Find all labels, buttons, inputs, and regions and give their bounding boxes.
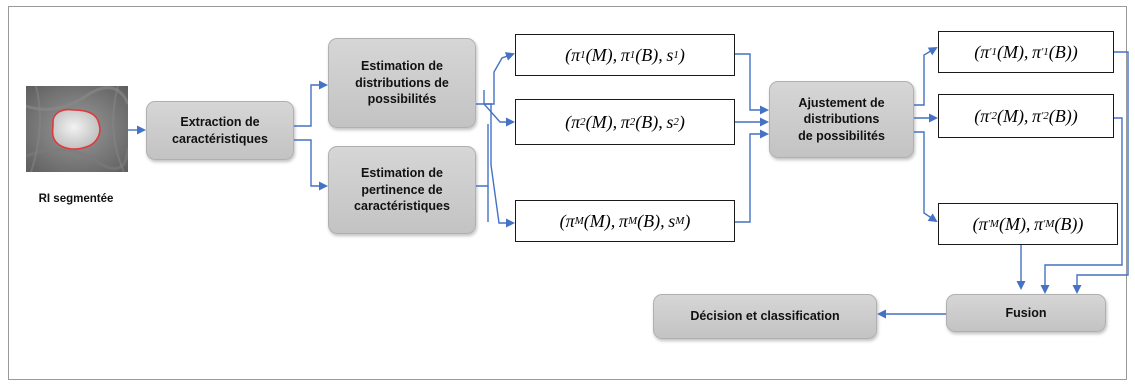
lesion-outline bbox=[51, 108, 101, 150]
estimation-pertinence-line-2: pertinence de bbox=[361, 182, 443, 197]
segmented-roi-image bbox=[26, 86, 128, 172]
adjusted-formula-box-M: (π'M(M), π'M(B)) bbox=[938, 203, 1118, 245]
ajustement-line-2: distributions bbox=[803, 112, 880, 127]
arrow-pertinence-junction bbox=[476, 124, 489, 187]
ajustement-line-1: Ajustement de bbox=[798, 95, 885, 110]
adjusted-formula-box-2: (π'2(M), π'2(B)) bbox=[938, 94, 1114, 138]
arrow-ajustement-to-adjusted-1 bbox=[914, 46, 938, 106]
arrow-extraction-to-pertinence bbox=[294, 139, 328, 191]
arrow-distributions-to-formula-1 bbox=[476, 52, 515, 105]
extraction-line-2: caractéristiques bbox=[172, 131, 268, 146]
arrow-ajustement-to-adjusted-M bbox=[914, 131, 938, 223]
adjusted-formula-box-1: (π'1(M), π'1(B)) bbox=[938, 31, 1114, 73]
image-caption: RI segmentée bbox=[38, 193, 114, 205]
diagram-frame bbox=[8, 6, 1127, 380]
arrow-extraction-to-distributions bbox=[294, 80, 328, 127]
fusion-label: Fusion bbox=[1005, 305, 1047, 320]
extraction-box: Extraction de caractéristiques bbox=[146, 101, 294, 160]
estimation-distributions-line-2: distributions de bbox=[355, 75, 449, 90]
decision-box: Décision et classification bbox=[653, 294, 877, 339]
estimation-pertinence-line-1: Estimation de bbox=[361, 166, 443, 181]
fusion-box: Fusion bbox=[946, 294, 1106, 332]
arrow-formula-1-to-ajustement bbox=[735, 53, 769, 115]
arrow-distributions-to-formula-M bbox=[484, 103, 515, 228]
ajustement-line-3: de possibilités bbox=[798, 128, 885, 143]
estimation-pertinence-line-3: caractéristiques bbox=[354, 199, 450, 214]
estimation-distributions-line-1: Estimation de bbox=[361, 59, 443, 74]
arrow-distributions-to-formula-2 bbox=[483, 90, 515, 127]
decision-label: Décision et classification bbox=[690, 309, 840, 324]
arrow-formula-M-to-ajustement bbox=[735, 129, 769, 223]
arrow-adjusted-1-to-fusion bbox=[1072, 51, 1129, 294]
extraction-line-1: Extraction de bbox=[180, 115, 260, 129]
estimation-distributions-line-3: possibilités bbox=[367, 92, 437, 107]
arrow-adjusted-2-to-fusion bbox=[1040, 117, 1123, 294]
